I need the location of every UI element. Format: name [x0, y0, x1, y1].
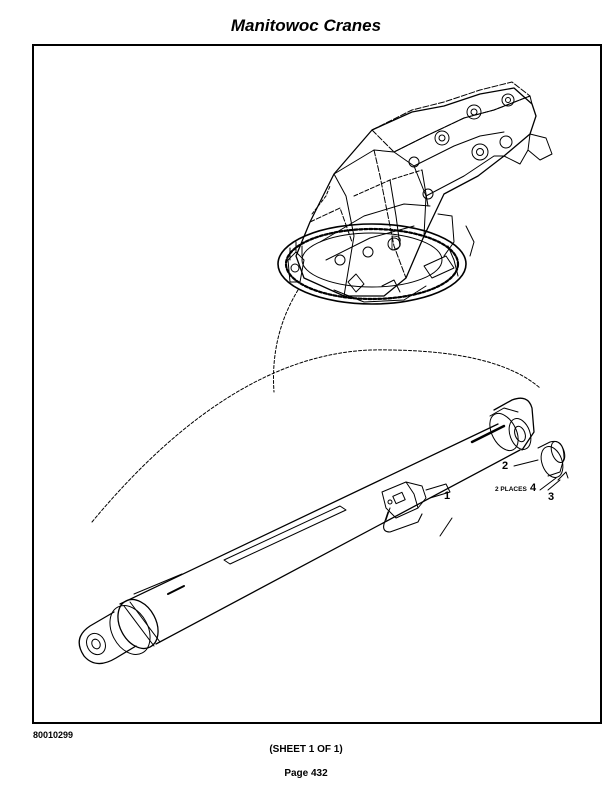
callout-item-3: 3 — [548, 491, 555, 503]
leader-item-4 — [539, 477, 557, 491]
leader-item-3 — [547, 479, 561, 491]
page-title: Manitowoc Cranes — [230, 16, 382, 35]
leader-arc-upper — [273, 289, 299, 393]
boom-assembly-illustration — [277, 81, 553, 305]
parts-diagram — [78, 81, 569, 665]
leader-arc-main — [91, 349, 541, 523]
sheet-label: (SHEET 1 OF 1) — [269, 744, 343, 755]
leader-item-2 — [513, 459, 539, 467]
callout-item-2: 2 — [502, 460, 509, 472]
leader-item-1 — [439, 517, 453, 537]
page-number: Page 432 — [284, 768, 328, 779]
drawing-frame: 1 2 3 4 2 PLACES — [32, 44, 602, 724]
callout-item-1: 1 — [444, 490, 451, 502]
drawing-number: 80010299 — [33, 730, 74, 740]
callout-two-places: 2 PLACES — [495, 486, 527, 493]
lift-cylinder-illustration — [78, 397, 569, 665]
callout-item-4: 4 — [530, 482, 537, 494]
